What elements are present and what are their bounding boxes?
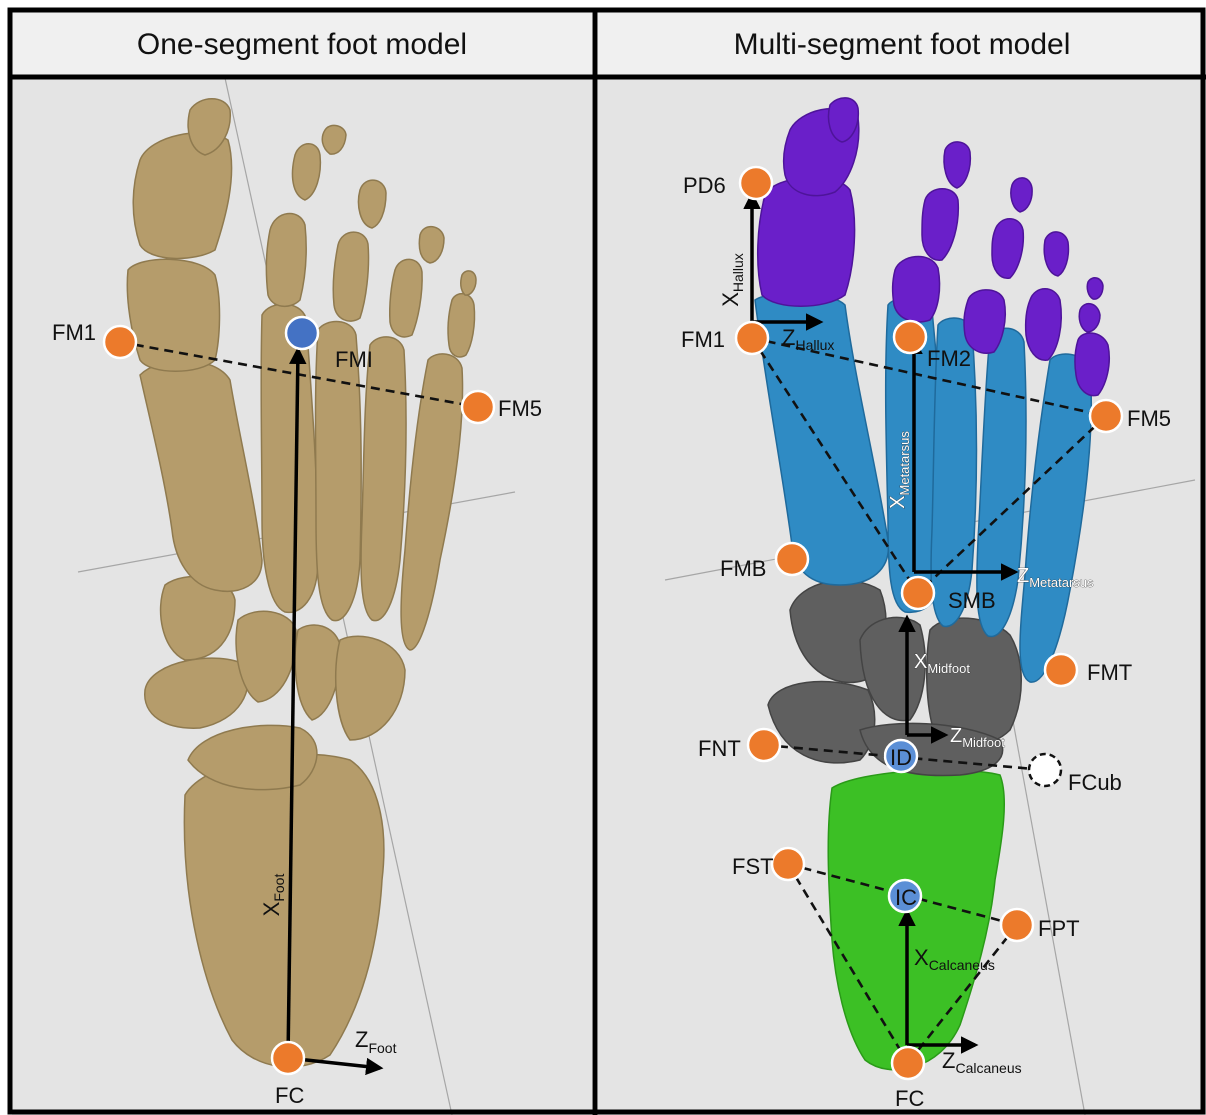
left-marker-fc <box>272 1042 304 1074</box>
left-label-fmi: FMI <box>335 347 373 372</box>
left-label-fm1: FM1 <box>52 320 96 345</box>
right-label-fm2: FM2 <box>927 346 971 371</box>
right-marker-pd6 <box>740 167 772 199</box>
right-marker-fnt <box>748 729 780 761</box>
right-label-fpt: FPT <box>1038 916 1080 941</box>
left-label-fm5: FM5 <box>498 396 542 421</box>
right-marker-fm2 <box>894 321 926 353</box>
right-marker-fm1 <box>736 322 768 354</box>
left-marker-fm1 <box>104 326 136 358</box>
right-marker-fc <box>892 1047 924 1079</box>
right-label-fst: FST <box>732 854 774 879</box>
right-label-fmb: FMB <box>720 556 766 581</box>
right-marker-fmt <box>1045 654 1077 686</box>
right-label-fnt: FNT <box>698 736 741 761</box>
right-marker-smb <box>902 577 934 609</box>
right-label-pd6: PD6 <box>683 173 726 198</box>
right-marker-fpt <box>1001 909 1033 941</box>
left-marker-fmi <box>286 317 318 349</box>
right-marker-fm5 <box>1090 400 1122 432</box>
left-label-fc: FC <box>275 1083 304 1108</box>
left-marker-fm5 <box>462 391 494 423</box>
right-label-fc: FC <box>895 1086 924 1111</box>
right-label-fm1: FM1 <box>681 327 725 352</box>
right-label-smb: SMB <box>948 588 996 613</box>
right-label-ic: IC <box>895 885 917 910</box>
right-marker-fst <box>772 848 804 880</box>
right-label-fcub: FCub <box>1068 770 1122 795</box>
right-marker-fcub <box>1029 754 1061 786</box>
right-label-id: ID <box>890 745 912 770</box>
right-label-fmt: FMT <box>1087 660 1132 685</box>
left-panel-title: One-segment foot model <box>137 28 467 61</box>
right-label-fm5: FM5 <box>1127 406 1171 431</box>
right-panel-title: Multi-segment foot model <box>734 28 1071 61</box>
right-marker-fmb <box>776 543 808 575</box>
